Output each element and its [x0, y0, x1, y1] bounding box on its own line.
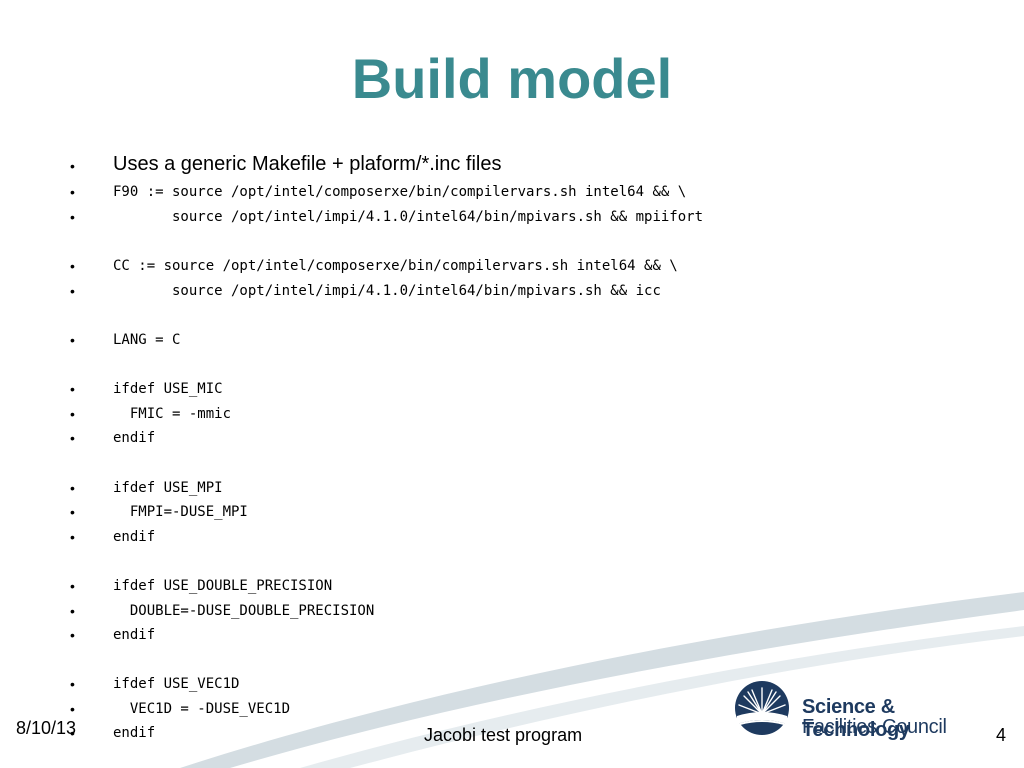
- page-number: 4: [996, 725, 1007, 745]
- logo-line1: Science & Technology: [802, 696, 910, 741]
- stfc-logo: Science & Technology Facilities Council: [734, 678, 1004, 741]
- footer-date: 8/10/13: [16, 718, 77, 738]
- stfc-sunburst-icon: [735, 681, 789, 735]
- slide-title: Build model: [351, 47, 673, 110]
- footer-title: Jacobi test program: [424, 725, 583, 745]
- logo-line2: Facilities Council: [802, 716, 947, 738]
